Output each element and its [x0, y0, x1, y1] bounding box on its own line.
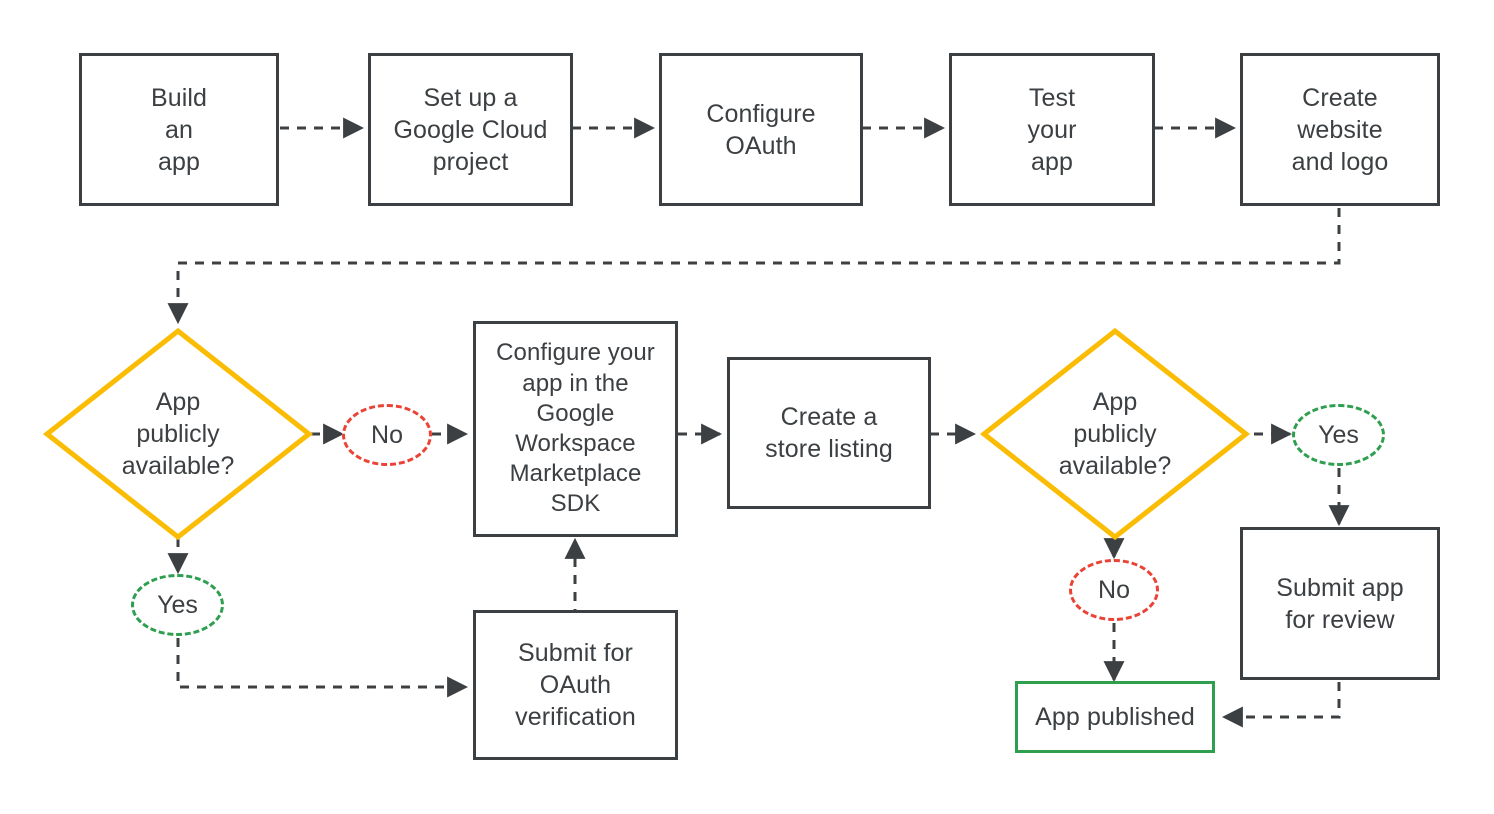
edge-label-decision1-yes: Yes — [131, 574, 224, 636]
node-decision-app-publicly-available-1[interactable]: App publicly available? — [42, 327, 314, 541]
node-configure-app-in-marketplace-sdk[interactable]: Configure your app in the Google Workspa… — [473, 321, 678, 537]
diamond-shape — [979, 327, 1251, 541]
edge-label-decision1-no: No — [342, 404, 432, 466]
decision-label: App publicly available? — [1058, 388, 1172, 480]
edge-website-to-decision1 — [167, 208, 1341, 325]
diamond-shape — [42, 327, 314, 541]
node-test-your-app[interactable]: Test your app — [949, 53, 1155, 206]
node-create-a-store-listing[interactable]: Create a store listing — [727, 357, 931, 509]
edge-yes-to-oauth-verify — [176, 638, 469, 698]
edge-label-decision2-no: No — [1069, 559, 1159, 621]
node-submit-for-oauth-verification[interactable]: Submit for OAuth verification — [473, 610, 678, 760]
node-app-published[interactable]: App published — [1015, 681, 1215, 753]
node-configure-oauth[interactable]: Configure OAuth — [659, 53, 863, 206]
node-create-website-and-logo[interactable]: Create website and logo — [1240, 53, 1440, 206]
node-decision-app-publicly-available-2[interactable]: App publicly available? — [979, 327, 1251, 541]
decision-label: App publicly available? — [121, 388, 235, 480]
edge-label-decision2-yes: Yes — [1292, 404, 1385, 466]
node-build-an-app[interactable]: Build an app — [79, 53, 279, 206]
node-submit-app-for-review[interactable]: Submit app for review — [1240, 527, 1440, 680]
node-set-up-google-cloud-project[interactable]: Set up a Google Cloud project — [368, 53, 573, 206]
edge-submit-review-to-published — [1221, 682, 1341, 728]
